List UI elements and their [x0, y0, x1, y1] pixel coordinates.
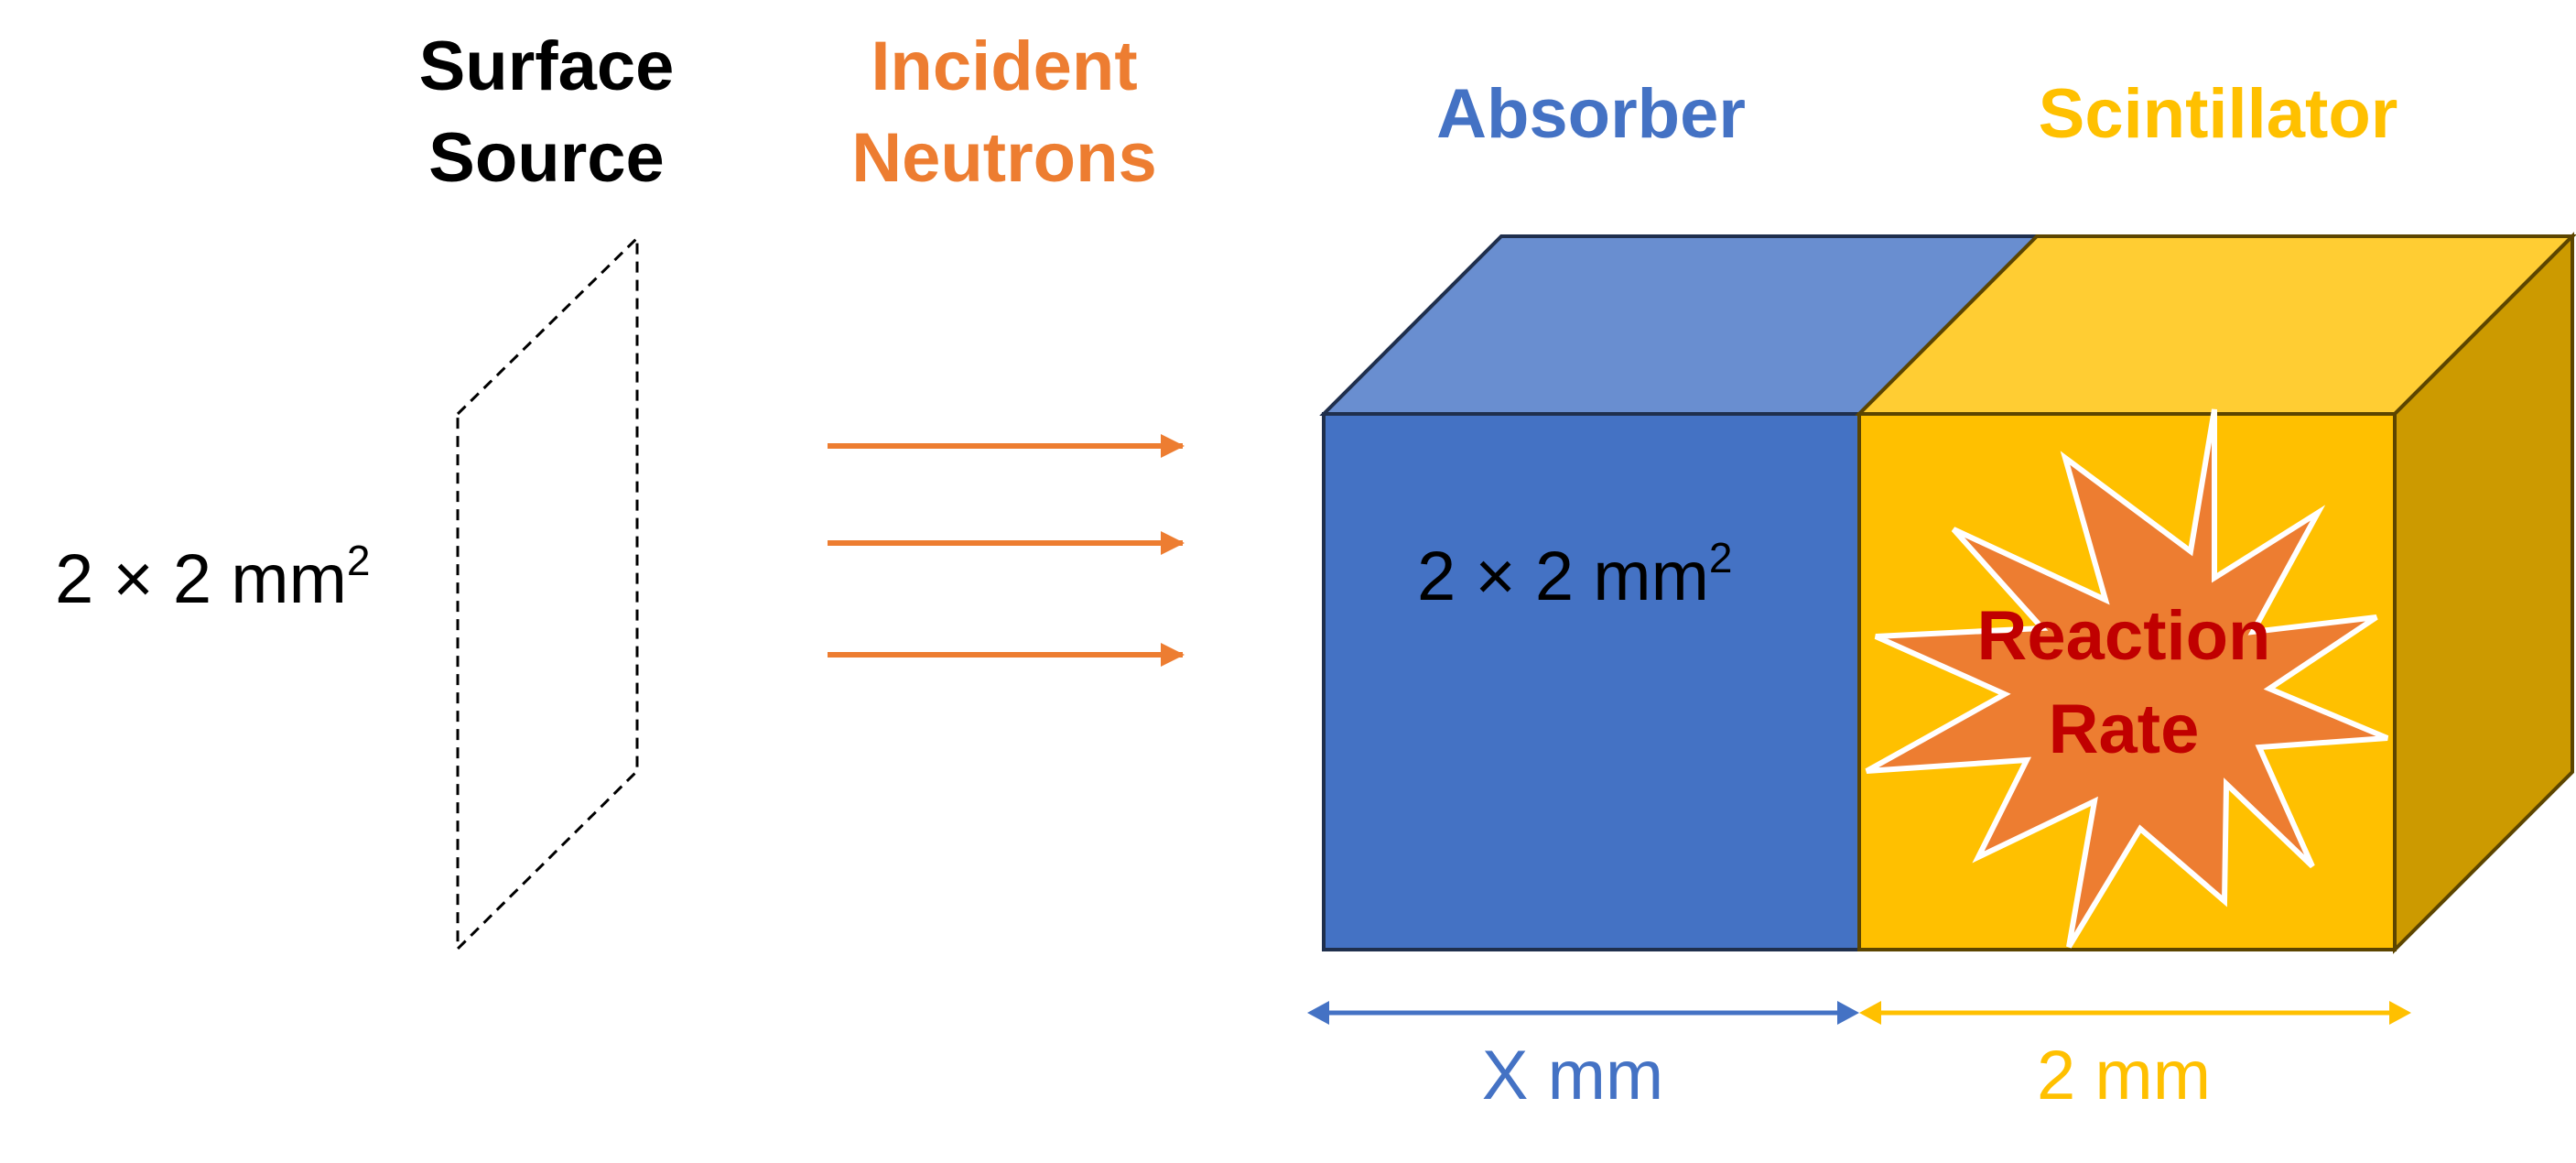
starburst-icon	[1865, 408, 2389, 949]
right-arrow-icon	[1161, 434, 1185, 458]
source-area-text: 2 × 2 mm	[55, 540, 347, 618]
reaction-rate-label-line2: Rate	[2049, 690, 2200, 768]
absorber-label: Absorber	[1436, 75, 1746, 153]
face-area-text: 2 × 2 mm	[1417, 538, 1709, 615]
double-arrow-icon	[1837, 1001, 1859, 1025]
double-arrow-icon	[1859, 1001, 1881, 1025]
source-area-exponent: 2	[347, 537, 371, 584]
double-arrow-icon	[1307, 1001, 1329, 1025]
absorber-front-face	[1322, 412, 1861, 951]
surface-source-plane	[456, 234, 639, 952]
scintillator-label: Scintillator	[2039, 75, 2398, 153]
surface-source-label-line2: Source	[428, 119, 665, 197]
absorber-thickness-label: X mm	[1482, 1037, 1663, 1114]
right-arrow-icon	[1161, 531, 1185, 555]
right-arrow-icon	[1161, 643, 1185, 667]
face-area-label: 2 × 2 mm2	[1417, 534, 1732, 615]
surface-source-label-line1: Surface	[419, 27, 675, 105]
incident-neutrons-label-line2: Neutrons	[851, 119, 1157, 197]
incident-neutrons-label-line1: Incident	[871, 27, 1137, 105]
reaction-rate-label-line1: Reaction	[1977, 597, 2271, 675]
source-area-label: 2 × 2 mm2	[55, 537, 370, 618]
double-arrow-icon	[2389, 1001, 2411, 1025]
scintillator-thickness-label: 2 mm	[2037, 1037, 2211, 1114]
face-area-exponent: 2	[1709, 534, 1733, 582]
